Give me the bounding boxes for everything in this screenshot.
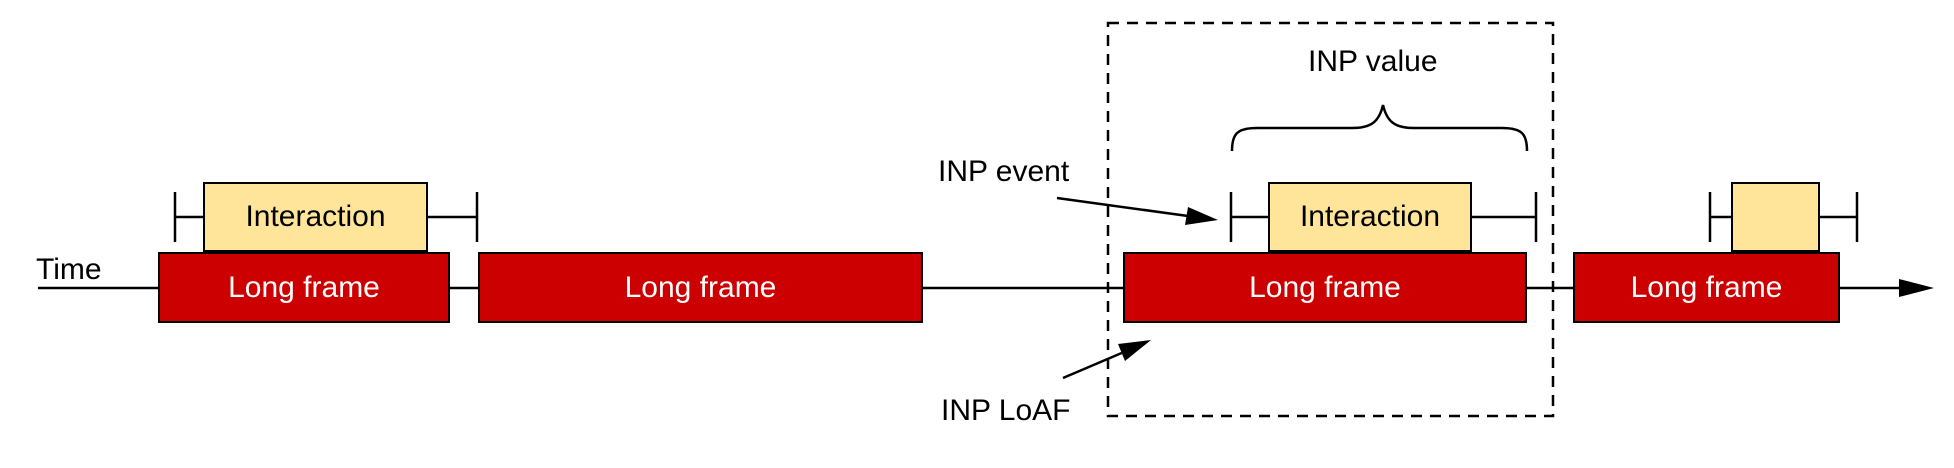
inp-loaf-arrow [1062,340,1151,380]
inp-event-arrow [1056,196,1218,225]
inp-event-arrow-line [1056,196,1189,218]
inp-value-brace [1230,104,1529,152]
long-frame-1-label: Long frame [228,270,380,304]
long-frame-3-label: Long frame [1249,270,1401,304]
long-frame-4: Long frame [1573,252,1840,323]
inp-value-label: INP value [1308,45,1438,78]
interaction-2-label: Interaction [1299,200,1441,233]
interaction-3-box [1731,182,1820,252]
timeline-arrowhead-icon [1899,279,1934,297]
interaction-2-box-inp-event: Interaction [1268,182,1472,252]
inp-event-label: INP event [938,155,1070,188]
inp-event-arrowhead-icon [1185,207,1218,225]
long-frame-2: Long frame [478,252,923,323]
inp-loaf-arrow-line [1062,350,1125,380]
long-frame-4-label: Long frame [1630,270,1783,304]
interaction-1-label: Interaction [245,200,386,233]
long-frame-1: Long frame [158,252,450,323]
long-frame-3-inp-loaf: Long frame [1123,252,1527,323]
long-frame-2-label: Long frame [624,270,777,304]
inp-loaf-label: INP LoAF [941,394,1071,427]
interaction-1-box: Interaction [203,182,428,252]
inp-loaf-arrowhead-icon [1118,340,1151,361]
time-axis-label: Time [36,253,102,286]
